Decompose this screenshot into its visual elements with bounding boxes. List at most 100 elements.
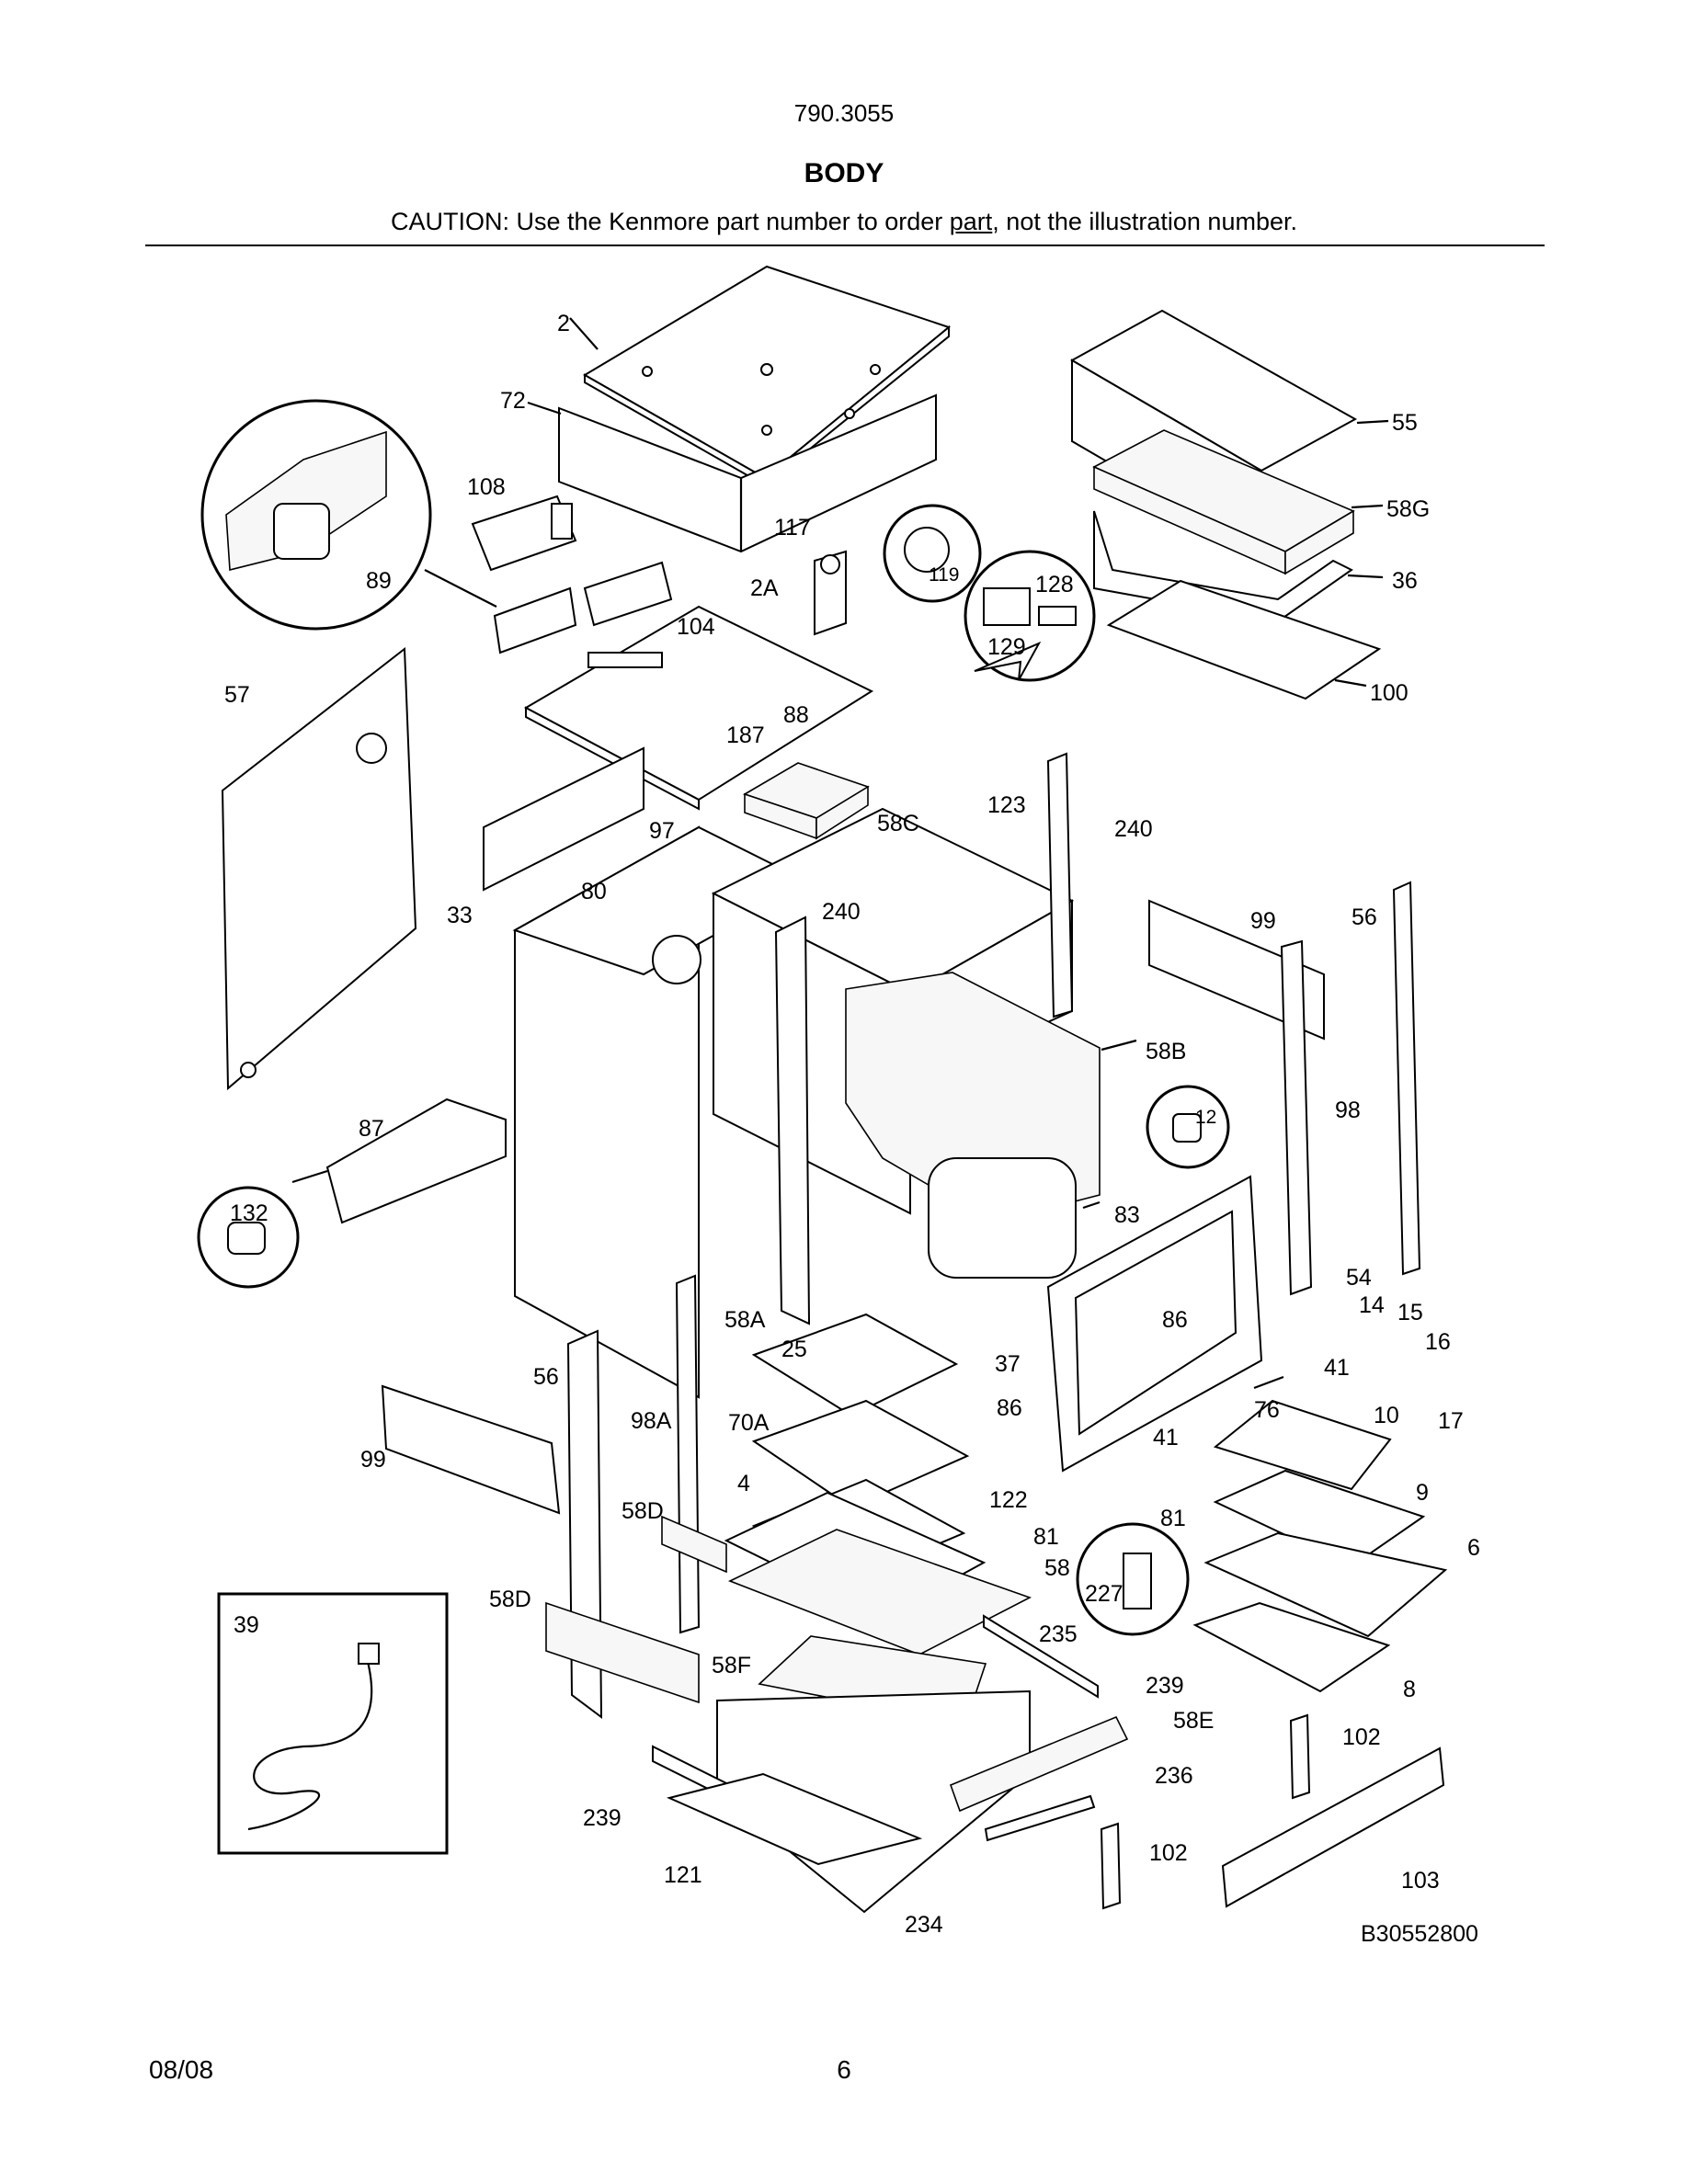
callout-4: 4 [737, 1471, 750, 1496]
part-58G-insulation [1092, 429, 1355, 575]
callout-227: 227 [1085, 1581, 1123, 1607]
part-87 [325, 1098, 507, 1224]
part-2A-panel [523, 605, 874, 811]
model-number: 790.3055 [793, 99, 895, 127]
callout-99-left: 99 [360, 1447, 386, 1473]
callout-240-top: 240 [1114, 816, 1153, 842]
detail-circle-128-129 [964, 550, 1096, 682]
callout-58D-upper: 58D [622, 1498, 664, 1524]
callout-labels: 2 72 108 89 117 2A 104 119 128 129 55 58… [224, 311, 1480, 1938]
part-57-side [221, 647, 417, 1091]
callout-121: 121 [664, 1862, 702, 1888]
callout-239-right: 239 [1146, 1673, 1184, 1699]
callout-70A: 70A [728, 1410, 770, 1436]
section-title: BODY [804, 158, 884, 188]
callout-104: 104 [677, 614, 715, 640]
callout-129: 129 [987, 634, 1026, 660]
callout-102-right: 102 [1342, 1724, 1381, 1750]
part-58C-block [743, 762, 870, 840]
caution-note: CAUTION: Use the Kenmore part number to … [0, 208, 1688, 236]
callout-117: 117 [774, 515, 811, 540]
callout-86-lower: 86 [997, 1395, 1022, 1421]
callout-10: 10 [1374, 1403, 1399, 1428]
part-102-brackets [1100, 1713, 1311, 1910]
callout-55: 55 [1392, 410, 1418, 436]
part-6-rack [1203, 1531, 1448, 1638]
callout-108: 108 [467, 474, 506, 500]
callout-58B: 58B [1146, 1039, 1186, 1064]
callout-58F: 58F [712, 1653, 751, 1678]
callout-41-upper: 41 [1324, 1355, 1350, 1381]
part-58E [949, 1715, 1129, 1813]
detail-circle-227 [1076, 1522, 1190, 1636]
callout-72: 72 [500, 388, 526, 414]
callout-8: 8 [1403, 1677, 1416, 1702]
footer-date: 08/08 [149, 2055, 214, 2084]
callout-12: 12 [1195, 1107, 1216, 1128]
part-56-right [1392, 881, 1421, 1276]
callout-9: 9 [1416, 1480, 1429, 1506]
callout-56-right: 56 [1352, 904, 1377, 930]
diagram-code: B30552800 [1361, 1921, 1478, 1947]
callout-236: 236 [1155, 1763, 1193, 1789]
callout-119: 119 [929, 564, 959, 586]
callout-83: 83 [1114, 1202, 1140, 1228]
callout-16: 16 [1425, 1329, 1451, 1355]
callout-88: 88 [783, 702, 809, 728]
callout-81-right: 81 [1160, 1506, 1186, 1531]
part-104 [493, 561, 673, 654]
part-103-kick [1221, 1746, 1445, 1908]
callout-132: 132 [230, 1200, 268, 1226]
callout-99-right: 99 [1250, 908, 1276, 934]
leader-lines [291, 317, 1389, 1390]
part-121-plate [666, 1772, 923, 1866]
part-240-strips [774, 752, 1074, 1325]
callout-15: 15 [1397, 1300, 1423, 1325]
callout-98: 98 [1335, 1098, 1361, 1123]
callout-97: 97 [649, 818, 675, 844]
callout-234: 234 [905, 1912, 943, 1938]
callout-123: 123 [987, 792, 1026, 818]
part-117 [814, 550, 847, 636]
callout-33: 33 [447, 903, 473, 928]
part-70A-plate [751, 1399, 970, 1509]
part-234-base [716, 1689, 1031, 1914]
callout-239-left: 239 [583, 1805, 622, 1831]
part-10-grate [1213, 1399, 1392, 1491]
callout-87: 87 [359, 1116, 384, 1142]
callout-58G: 58G [1386, 496, 1430, 522]
part-108 [471, 495, 577, 572]
header-divider [145, 245, 1545, 246]
callout-41-lower: 41 [1153, 1425, 1179, 1450]
part-99-left [381, 1384, 561, 1515]
part-58B-wrap [845, 972, 1101, 1279]
callout-86-upper: 86 [1162, 1307, 1188, 1333]
callout-58E: 58E [1173, 1708, 1214, 1734]
cord-inset-39 [217, 1592, 449, 1855]
callout-57: 57 [224, 682, 250, 708]
page-number: 6 [837, 2055, 851, 2084]
part-top-panel [583, 265, 952, 488]
callout-100: 100 [1370, 680, 1409, 706]
callout-58D-lower: 58D [489, 1587, 531, 1612]
part-58-insulation [727, 1529, 1032, 1655]
detail-circle-89 [200, 399, 497, 631]
part-58D-blocks [545, 1515, 727, 1704]
part-236 [984, 1794, 1096, 1842]
callout-36: 36 [1392, 568, 1418, 594]
callout-102-lower: 102 [1149, 1840, 1188, 1866]
part-98A [675, 1274, 701, 1634]
caution-text: CAUTION: Use the Kenmore part number to … [391, 208, 950, 235]
callout-39: 39 [234, 1612, 259, 1638]
part-98-rail [1280, 939, 1313, 1296]
part-8-tray [1192, 1601, 1391, 1693]
callout-37: 37 [995, 1351, 1021, 1377]
callout-6: 6 [1467, 1535, 1480, 1561]
callout-235: 235 [1039, 1621, 1078, 1647]
callout-14: 14 [1359, 1292, 1385, 1318]
callout-122: 122 [989, 1487, 1028, 1513]
callout-2A: 2A [750, 575, 779, 601]
callout-25: 25 [781, 1337, 807, 1362]
part-25-cover [751, 1313, 959, 1417]
